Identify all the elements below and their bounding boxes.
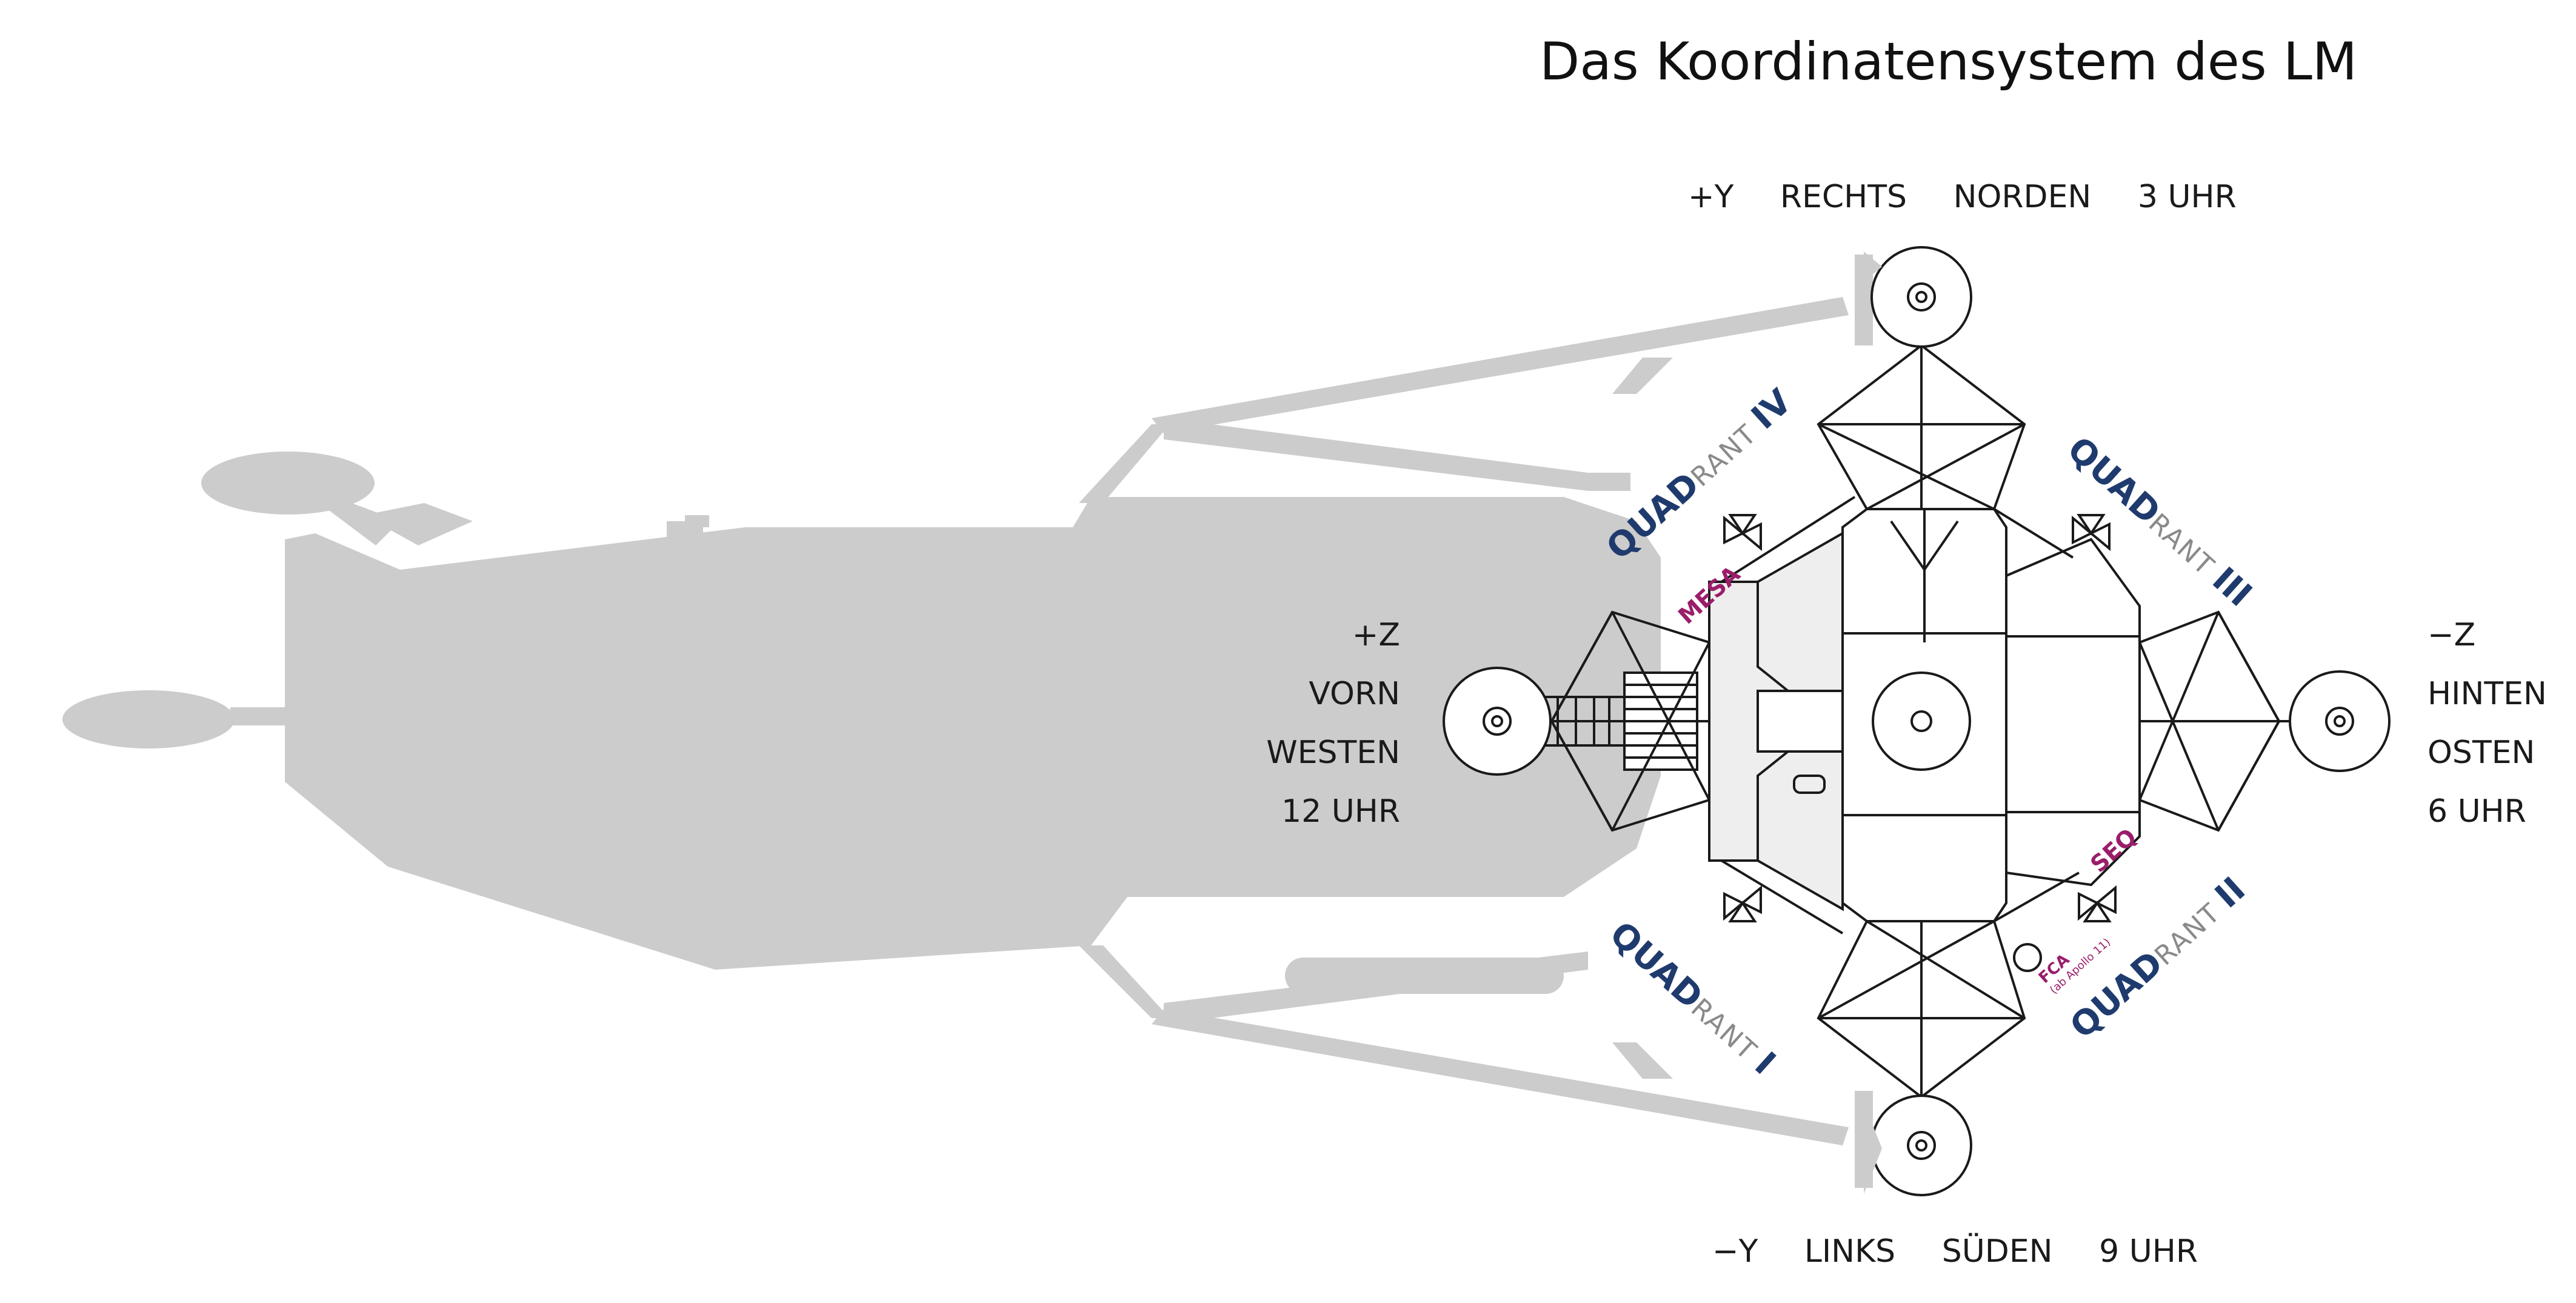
leg-minus-y [1817,920,2026,1196]
axis-label-left: +Z VORN WESTEN 12 UHR [1243,606,1400,841]
axis-right-sign: −Z [2428,617,2476,653]
axis-right-side: HINTEN [2428,676,2547,712]
axis-left-sign: +Z [1352,617,1400,653]
axis-left-side: VORN [1309,676,1400,712]
axis-label-bottom: −Y LINKS SÜDEN 9 UHR [1712,1233,2234,1270]
leg-aft [2138,610,2391,832]
axis-left-clock: 12 UHR [1281,793,1400,830]
axis-bottom-side: LINKS [1804,1233,1896,1270]
axis-left-direction: WESTEN [1266,735,1400,771]
leg-forward [1443,610,1710,832]
axis-bottom-clock: 9 UHR [2099,1233,2198,1270]
page-title: Das Koordinatensystem des LM [1540,32,2358,92]
axis-bottom-direction: SÜDEN [1941,1233,2053,1270]
axis-top-sign: +Y [1688,179,1734,215]
axis-label-right: −Z HINTEN OSTEN 6 UHR [2428,606,2567,841]
axis-top-clock: 3 UHR [2137,179,2237,215]
rcs-thrusters [1723,514,2117,922]
axis-bottom-sign: −Y [1712,1233,1758,1270]
axis-right-direction: OSTEN [2428,735,2535,771]
axis-label-top: +Y RECHTS NORDEN 3 UHR [1688,179,2273,215]
axis-right-clock: 6 UHR [2428,793,2526,830]
axis-top-direction: NORDEN [1953,179,2092,215]
axis-top-side: RECHTS [1780,179,1907,215]
leg-plus-y [1817,246,2026,510]
lm-top-view [1443,246,2391,1196]
